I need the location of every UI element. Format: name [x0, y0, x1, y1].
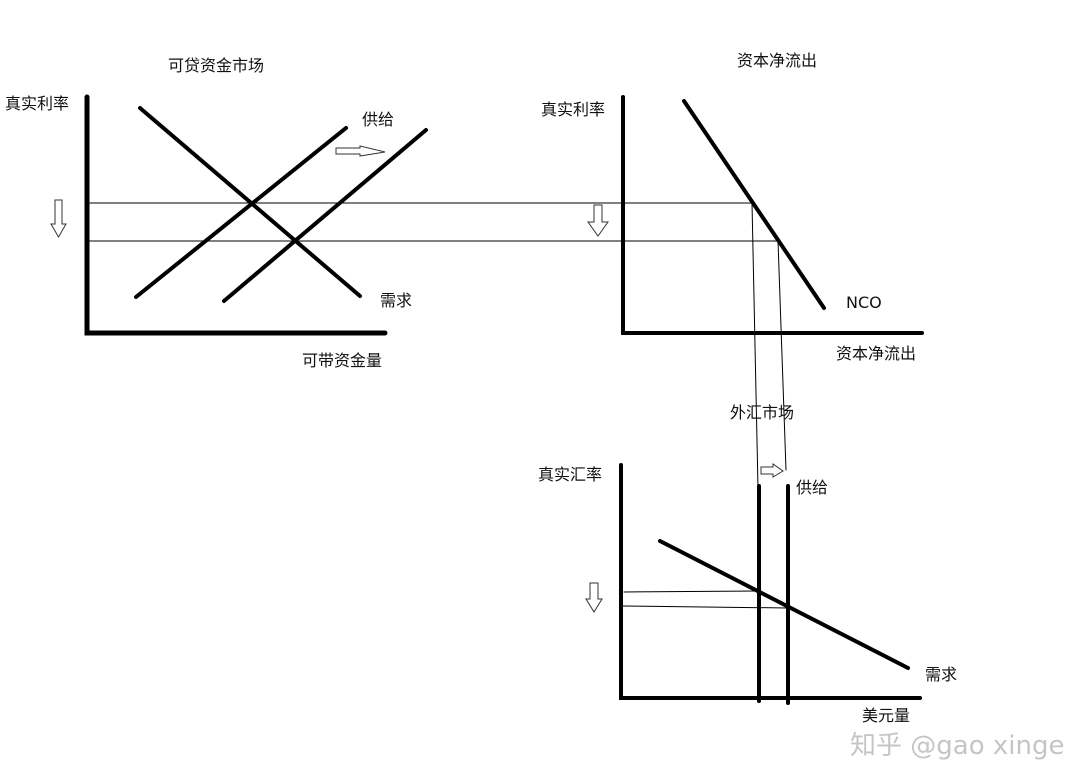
loanable-funds-y-label: 真实利率 — [5, 94, 70, 113]
nco-drop-line-1 — [751, 202, 759, 489]
exchange-rate-line-1 — [623, 590, 760, 593]
loanable-funds-supply-curve-2 — [222, 128, 428, 303]
exchange-rate-line-2 — [621, 605, 789, 609]
loanable-funds-supply-curve-1 — [134, 126, 348, 299]
watermark: 知乎 @gao xinge — [850, 731, 1065, 761]
forex-axes — [619, 463, 922, 700]
down-arrow-icon — [50, 199, 67, 239]
loanable-funds-supply-label: 供给 — [362, 110, 395, 129]
forex-demand-label: 需求 — [925, 665, 958, 684]
forex-title: 外汇市场 — [730, 403, 795, 422]
right-arrow-icon — [335, 145, 386, 157]
loanable-funds-title: 可贷资金市场 — [168, 56, 265, 75]
nco-curve — [682, 99, 826, 310]
loanable-funds-demand-label: 需求 — [380, 291, 413, 310]
right-arrow-icon — [760, 463, 784, 478]
nco-title: 资本净流出 — [737, 51, 818, 70]
nco-x-label: 资本净流出 — [836, 344, 917, 363]
nco-drop-line-2 — [777, 240, 787, 471]
forex-y-label: 真实汇率 — [538, 465, 603, 484]
forex-demand-curve — [658, 539, 910, 670]
down-arrow-icon — [587, 204, 609, 237]
nco-axes — [621, 95, 924, 335]
down-arrow-icon — [585, 582, 603, 613]
forex-x-label: 美元量 — [862, 706, 911, 725]
nco-y-label: 真实利率 — [541, 100, 606, 119]
forex-supply-label: 供给 — [796, 478, 829, 497]
nco-curve-label: NCO — [846, 293, 882, 312]
loanable-funds-x-label: 可带资金量 — [302, 351, 383, 370]
loanable-funds-demand-curve — [138, 106, 362, 298]
loanable-funds-axes — [84, 94, 388, 336]
